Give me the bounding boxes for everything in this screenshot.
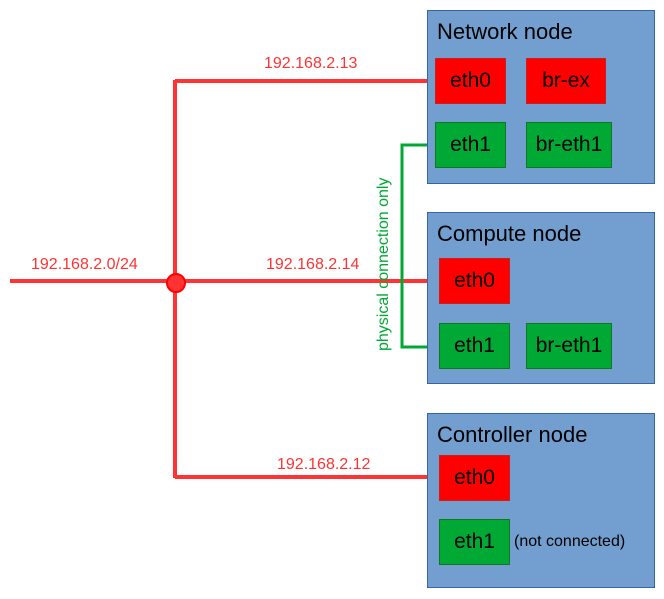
controller-eth1-note: (not connected) (514, 533, 626, 550)
compute-eth1-interface: eth1 (439, 323, 510, 369)
controller-node-title: Controller node (437, 422, 588, 447)
controller-eth0-interface: eth0 (439, 455, 510, 501)
controller-eth1-interface: eth1 (439, 519, 510, 565)
network-eth1-interface: eth1 (435, 122, 506, 168)
network-subnet-label: 192.168.2.0/24 (31, 256, 138, 273)
network-br-eth1-bridge: br-eth1 (526, 122, 612, 168)
compute-node-title: Compute node (437, 221, 582, 246)
network-hub-dot (166, 273, 186, 293)
physical-connection-label: physical connection only (375, 177, 392, 351)
compute-eth0-interface: eth0 (439, 258, 510, 304)
controller-node-ip: 192.168.2.12 (277, 456, 371, 473)
network-node-ip: 192.168.2.13 (264, 55, 358, 72)
compute-node-ip: 192.168.2.14 (266, 256, 360, 273)
network-eth0-interface: eth0 (435, 58, 506, 104)
physical-connection-line (400, 143, 440, 349)
compute-br-eth1-bridge: br-eth1 (526, 323, 612, 369)
network-node-title: Network node (437, 19, 573, 44)
network-br-ex-bridge: br-ex (526, 58, 606, 104)
